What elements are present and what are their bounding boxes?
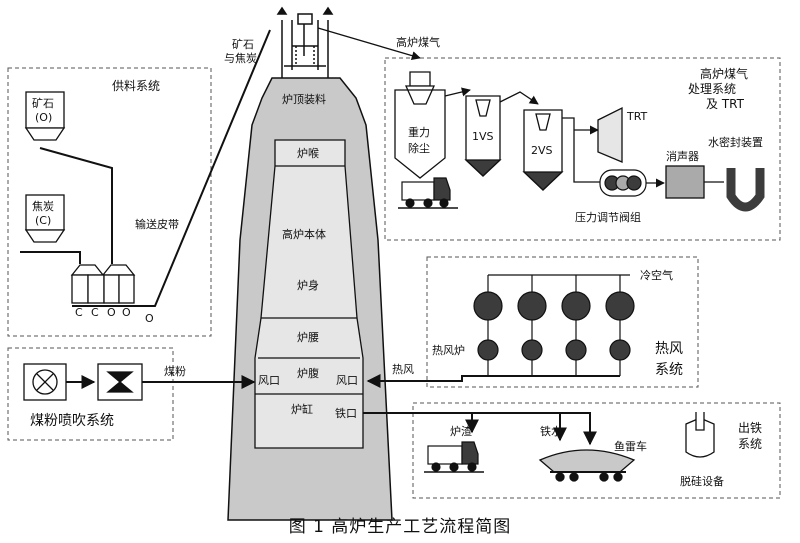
- supply-system-title: 供料系统: [112, 79, 160, 93]
- gas-treatment-box: [384, 57, 781, 241]
- hot-air-line: [366, 374, 620, 388]
- gravity-dust-collector: [394, 71, 446, 179]
- throat-label: 炉喉: [297, 147, 319, 160]
- venturi-scrubber-2: [522, 109, 564, 191]
- ore-bin: [24, 91, 66, 141]
- body-label: 高炉本体: [282, 227, 326, 241]
- coal-injection-title: 煤粉喷吹系统: [30, 413, 114, 429]
- desilicon-label: 脱硅设备: [680, 474, 724, 488]
- gas-treatment-title-1: 高炉煤气: [700, 66, 748, 81]
- pressure-valve-label: 压力调节阀组: [575, 210, 641, 224]
- conveyor-belt: [72, 29, 271, 307]
- desilicon-unit: [685, 412, 715, 458]
- iron-runner: [472, 412, 597, 446]
- silencer: [665, 165, 705, 199]
- coal-feeder: [97, 363, 143, 401]
- water-seal-label: 水密封装置: [708, 135, 763, 149]
- top-charging-label: 炉顶装料: [282, 92, 326, 106]
- vs1-label: 1VS: [472, 130, 494, 143]
- bf-gas-label: 高炉煤气: [396, 35, 440, 49]
- venturi-scrubber-1: [464, 95, 502, 177]
- belly-label: 炉腰: [297, 331, 319, 344]
- torpedo-car: [538, 449, 636, 482]
- supply-system-box: [7, 67, 212, 337]
- trt-label: TRT: [626, 110, 648, 123]
- ore-feed-line: [39, 147, 113, 264]
- top-gas-outlet: [317, 27, 421, 61]
- slag-truck: [424, 441, 484, 473]
- coke-feed-line: [20, 251, 81, 264]
- ore-bin-tag: (O): [35, 111, 52, 124]
- tapping-title-2: 系统: [738, 437, 762, 451]
- water-seal: [726, 168, 765, 212]
- ore-bin-label: 矿石: [32, 97, 54, 110]
- molten-iron-label: 铁水: [540, 425, 562, 438]
- gas-treatment-title-2: 处理系统: [688, 82, 736, 96]
- conveyor-label: 输送皮带: [135, 217, 179, 231]
- figure-caption: 图 1 高炉生产工艺流程简图: [289, 517, 512, 537]
- coal-mill: [23, 363, 67, 401]
- hopper-tag-4: O: [122, 306, 131, 319]
- hopper-tag-3: O: [107, 306, 116, 319]
- tuyere-right-label: 风口: [336, 374, 358, 387]
- trt-turbine: [597, 106, 623, 163]
- hot-blast-title-2: 系统: [655, 362, 683, 378]
- silencer-label: 消声器: [666, 149, 699, 163]
- slag-label: 炉渣: [450, 424, 472, 438]
- torpedo-car-label: 鱼雷车: [614, 439, 647, 453]
- weigh-hoppers: [70, 264, 136, 304]
- vs2-label: 2VS: [531, 144, 553, 157]
- coke-bin-tag: (C): [35, 214, 51, 227]
- shaft-label: 炉身: [297, 278, 319, 292]
- ore-coke-label-2: 与焦炭: [224, 52, 257, 65]
- tapping-title-1: 出铁: [738, 421, 762, 435]
- gas-treatment-title-3: 及 TRT: [706, 97, 745, 111]
- hot-blast-box: [426, 256, 699, 388]
- stove-label: 热风炉: [432, 344, 465, 357]
- gas-line-3: [562, 117, 604, 183]
- hot-air-label: 热风: [392, 363, 414, 376]
- bosh-label: 炉腹: [297, 366, 319, 380]
- coal-powder-label: 煤粉: [164, 365, 186, 378]
- coke-bin-label: 焦炭: [32, 200, 54, 213]
- belt-tag: O: [145, 312, 154, 325]
- pressure-valve-group: [599, 169, 647, 197]
- ore-coke-label-1: 矿石: [232, 38, 254, 51]
- gas-line-1: [444, 87, 471, 97]
- cold-air-label: 冷空气: [640, 268, 673, 282]
- tapping-box: [412, 402, 781, 499]
- hopper-tag-1: C: [75, 306, 83, 319]
- hearth-label: 炉缸: [291, 402, 313, 416]
- furnace-lining: [254, 139, 364, 449]
- stoves: [473, 275, 635, 376]
- coke-bin: [24, 194, 66, 243]
- gravity-dust-label-2: 除尘: [408, 141, 430, 155]
- hot-blast-title-1: 热风: [655, 341, 683, 357]
- gas-line-2: [499, 91, 539, 105]
- dust-truck: [398, 177, 458, 209]
- tuyere-left-label: 风口: [258, 374, 280, 387]
- hopper-tag-2: C: [91, 306, 99, 319]
- gravity-dust-label-1: 重力: [408, 125, 430, 139]
- taphole-label: 铁口: [335, 407, 357, 420]
- coal-injection-box: [7, 347, 174, 441]
- furnace-top-structure: [276, 6, 334, 78]
